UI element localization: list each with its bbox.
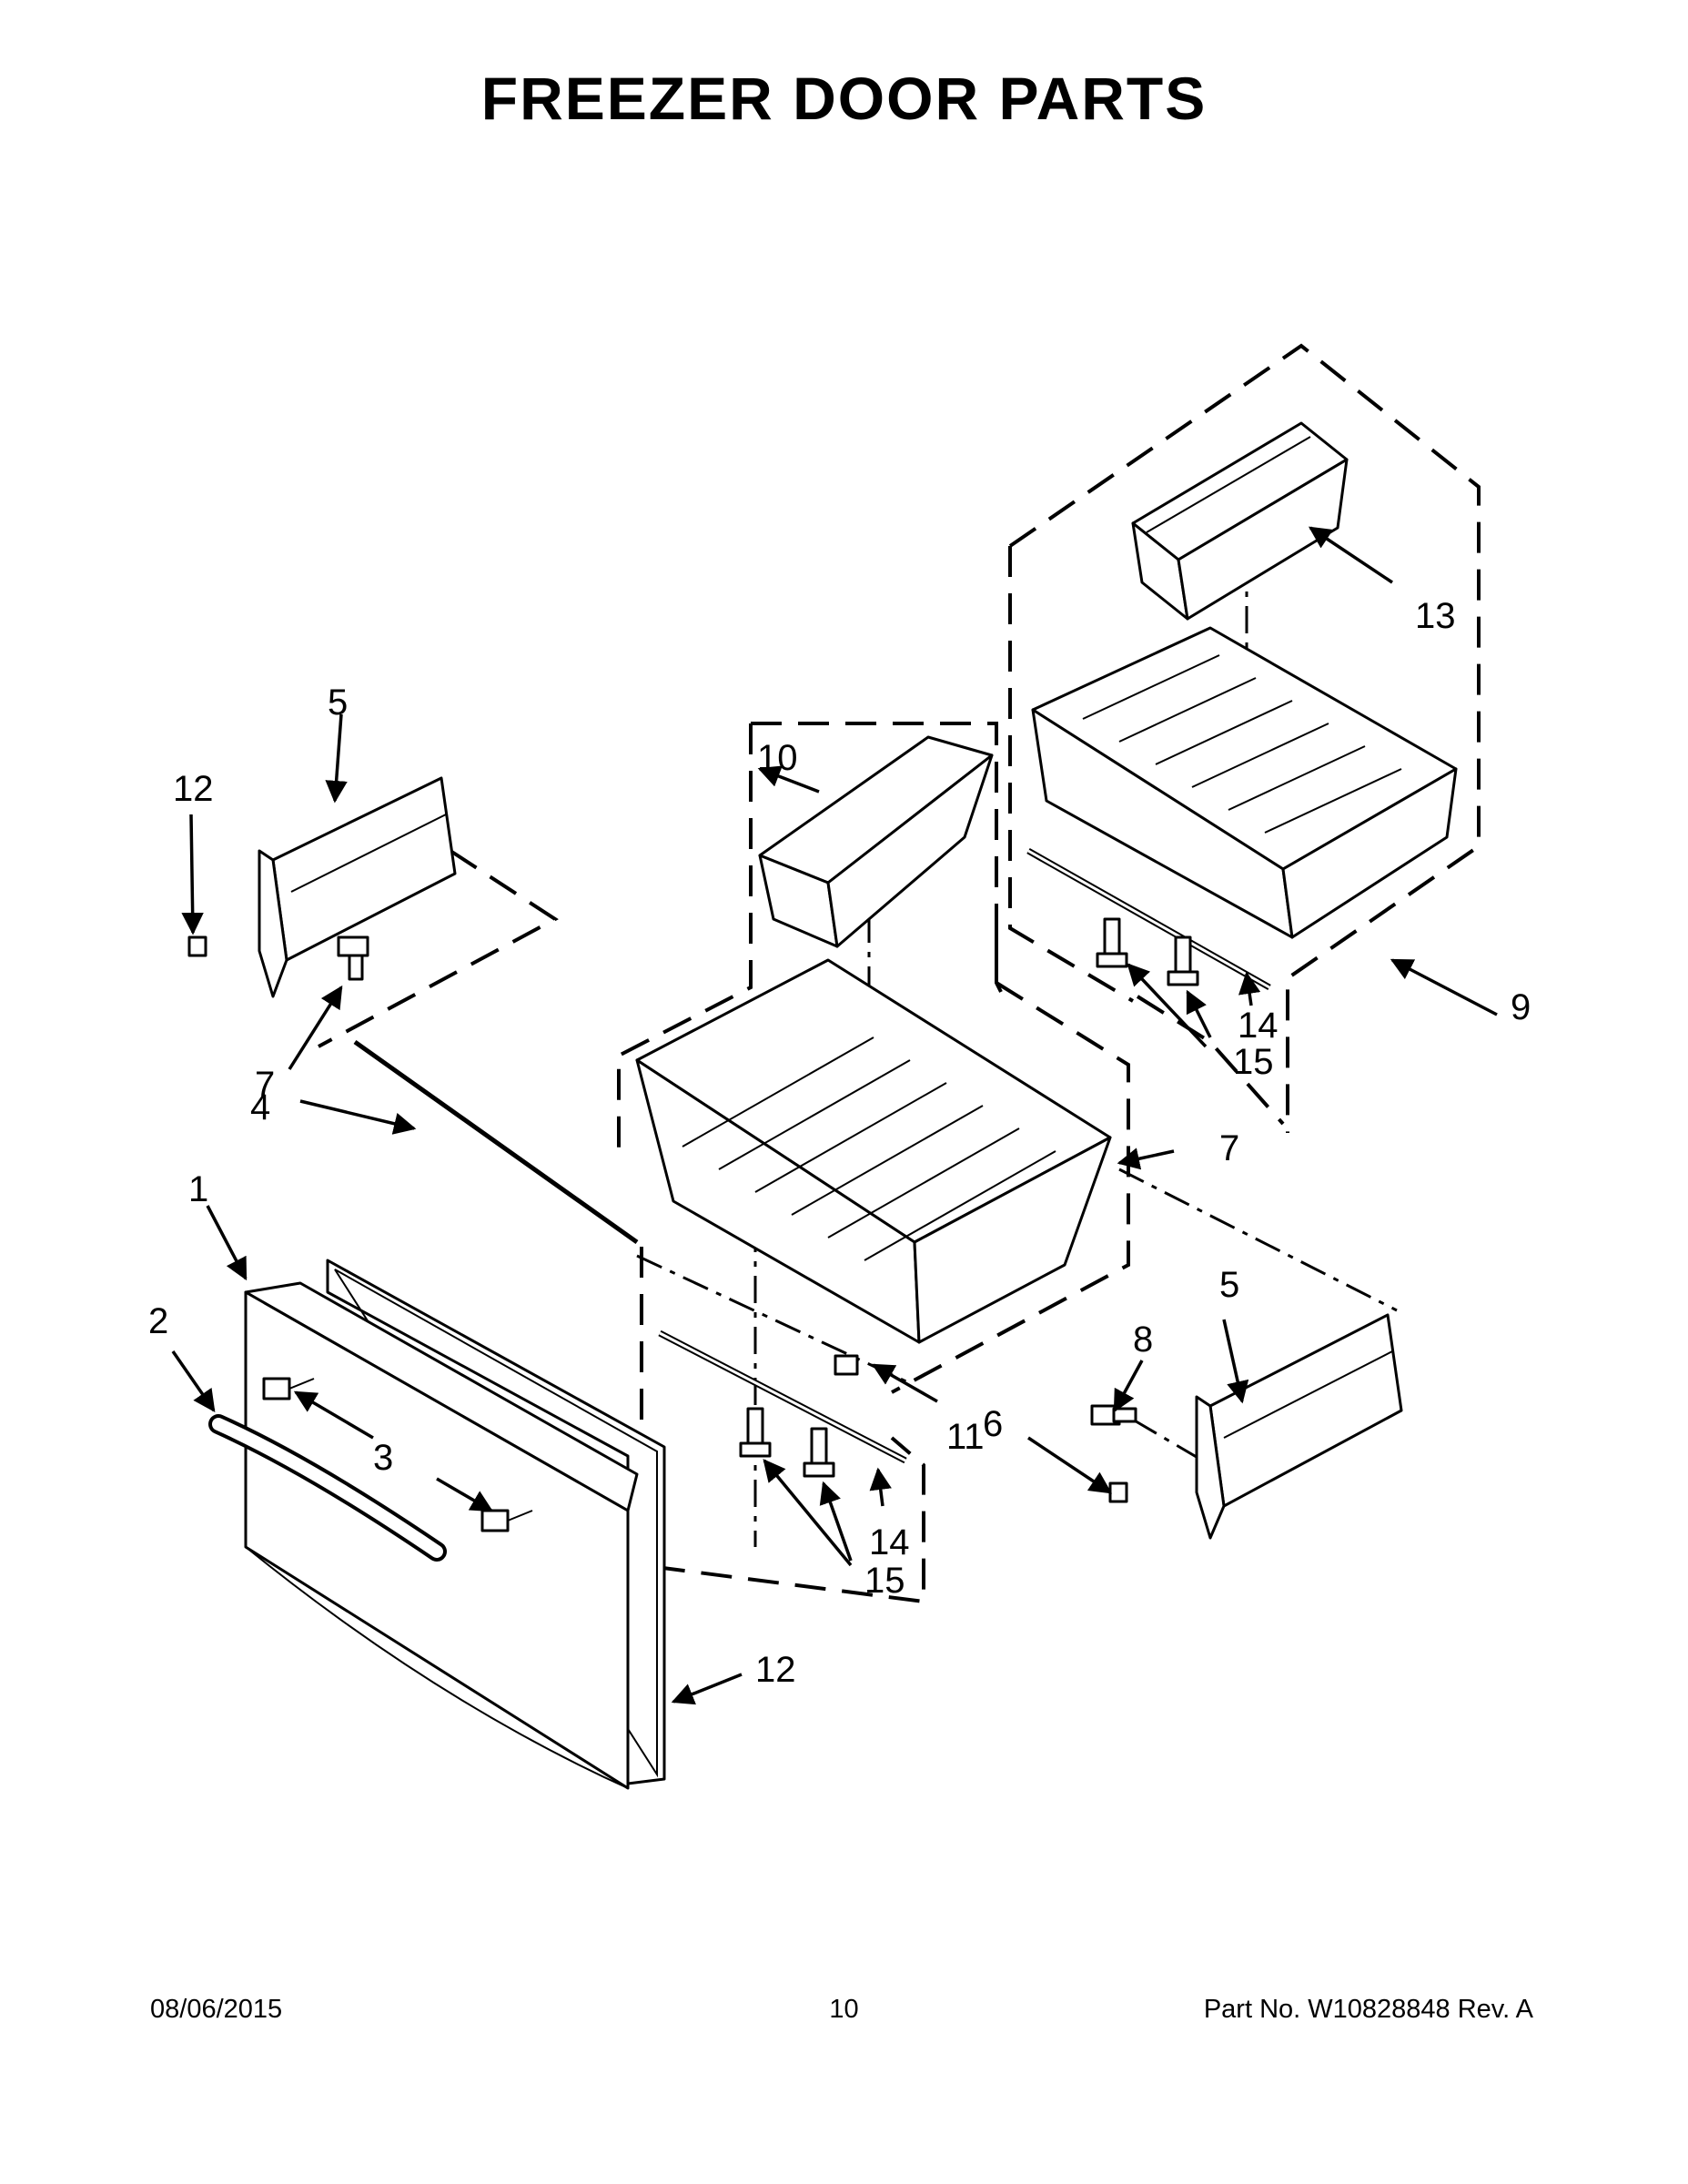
stop-12-left [187, 935, 207, 957]
assembly-outline-left-slide [318, 849, 559, 1048]
footer-part-number: Part No. W10828848 Rev. A [1203, 1995, 1533, 2024]
callout-5-left: 5 [328, 682, 348, 723]
callout-15-lower: 15 [864, 1561, 905, 1601]
fastener-lower-b [803, 1427, 835, 1478]
upper-basket-8 [1031, 626, 1458, 939]
door-1 [244, 1281, 639, 1790]
callout-5-right: 5 [1219, 1265, 1239, 1305]
assembly-outline-mid-bin-left [617, 723, 753, 1156]
callout-11: 12 [755, 1650, 796, 1690]
callout-14-upper: 14 [1238, 1006, 1279, 1046]
callout-15-upper: 15 [1233, 1042, 1274, 1082]
callout-1: 1 [188, 1169, 208, 1209]
fastener-upper-a [1096, 917, 1128, 968]
assembly-outline-mid-bin-top [751, 722, 998, 983]
callout-6: 7 [1219, 1128, 1239, 1168]
part-9 [834, 1354, 859, 1376]
small-bin-13 [1131, 421, 1349, 621]
callout-10: 10 [757, 738, 798, 778]
screw-7-right [1090, 1404, 1137, 1426]
callout-7-right: 8 [1133, 1320, 1153, 1360]
callout-8: 9 [1511, 987, 1531, 1027]
leader-lines [171, 526, 1498, 1705]
footer-date: 08/06/2015 [150, 1995, 283, 2024]
mid-bin-10 [758, 735, 994, 948]
callout-3: 3 [373, 1438, 393, 1478]
page-title: FREEZER DOOR PARTS [480, 65, 1208, 132]
rod-4 [353, 1039, 639, 1245]
handle-mount-3a [262, 1377, 315, 1400]
lower-basket-6 [635, 958, 1112, 1344]
centerline-right-slide [1118, 1168, 1398, 1312]
assembly-outline-upper-basket [1008, 343, 1481, 1133]
fastener-upper-b [1167, 935, 1199, 986]
callout-14-lower: 14 [869, 1522, 910, 1562]
callout-12-left: 12 [173, 769, 214, 809]
assembly-outline-upper-basket-lower [1136, 995, 1285, 1126]
stop-12-right [1108, 1481, 1128, 1503]
callout-9: 11 [946, 1417, 985, 1457]
callout-2: 2 [148, 1301, 168, 1341]
handle-mount-3b [480, 1509, 533, 1532]
callout-7-left: 7 [255, 1065, 275, 1105]
footer-page-number: 10 [829, 1995, 859, 2024]
slide-right-5 [1195, 1313, 1403, 1540]
slide-left-5 [258, 776, 457, 998]
callout-12-right: 6 [983, 1404, 1003, 1444]
screw-7-left [337, 935, 369, 981]
callout-13: 13 [1415, 596, 1456, 636]
fastener-lower-a [739, 1407, 772, 1458]
callout-4: 4 [250, 1087, 270, 1127]
assembly-outline-upper-basket-left [1008, 546, 1135, 1003]
